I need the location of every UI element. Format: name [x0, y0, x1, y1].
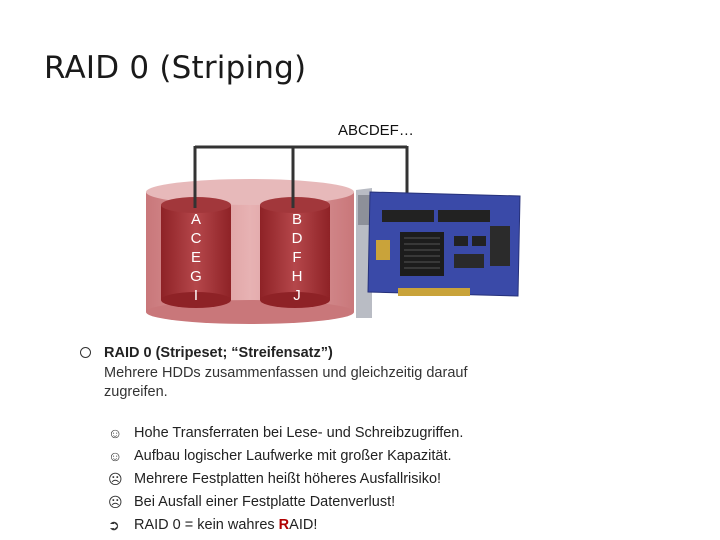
conclusion-post: AID! [289, 517, 318, 533]
block-label: J [293, 287, 301, 304]
bullet-description: Mehrere HDDs zusammenfassen und gleichze… [104, 365, 468, 400]
disk-left [161, 197, 231, 308]
frowny-icon: ☹ [108, 494, 123, 510]
list-item-text: Hohe Transferraten bei Lese- und Schreib… [134, 425, 464, 441]
block-label: C [190, 230, 202, 247]
smiley-icon: ☺ [108, 425, 123, 441]
block-label: I [193, 287, 199, 304]
smiley-icon: ☺ [108, 448, 123, 464]
block-label: F [292, 249, 302, 266]
frowny-icon: ☹ [108, 471, 123, 487]
block-label: H [291, 268, 303, 285]
data-stream-label: ABCDEF… [338, 122, 414, 139]
arrow-right-icon: ➲ [108, 517, 120, 533]
disk-right-blocks: B D F H J [287, 210, 307, 305]
disk-right [260, 197, 330, 308]
ring-bullet-icon [80, 347, 91, 358]
list-item-text: Mehrere Festplatten heißt höheres Ausfal… [134, 471, 442, 487]
bullet-heading: RAID 0 (Stripeset; “Streifensatz”) [104, 345, 333, 361]
block-label: E [190, 249, 201, 266]
raid-controller-card [356, 188, 521, 318]
list-item-text: RAID 0 = kein wahres RAID! [134, 517, 317, 533]
conclusion-pre: RAID 0 = kein wahres [134, 517, 279, 533]
block-label: D [291, 230, 303, 247]
list-item-text: Bei Ausfall einer Festplatte Datenverlus… [134, 494, 396, 510]
disk-left-blocks: A C E G I [186, 210, 206, 305]
page-title: RAID 0 (Striping) [44, 50, 307, 86]
block-label: A [190, 211, 201, 228]
block-label: B [291, 211, 302, 228]
block-label: G [190, 268, 202, 285]
list-item-text: Aufbau logischer Laufwerke mit großer Ka… [134, 448, 452, 464]
conclusion-highlight: R [278, 517, 290, 533]
